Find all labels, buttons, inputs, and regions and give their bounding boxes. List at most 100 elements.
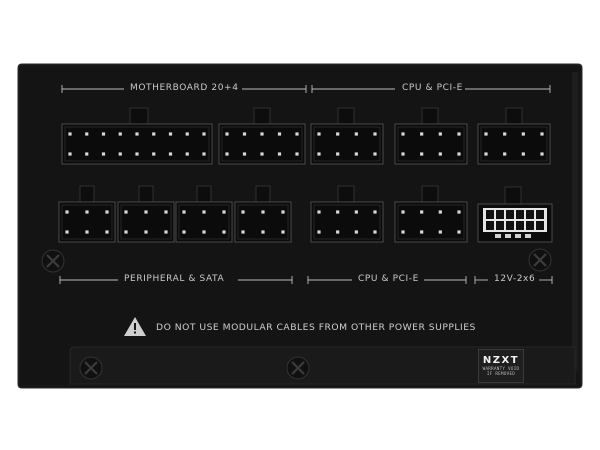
- connector-pin: [317, 152, 321, 156]
- connector-pin: [373, 152, 377, 156]
- screw-icon: [41, 249, 65, 273]
- connector-pin: [65, 230, 69, 234]
- connector-pin: [144, 230, 148, 234]
- connector-pin: [225, 152, 229, 156]
- connector-pin: [118, 132, 122, 136]
- sense-pin: [495, 234, 501, 238]
- connector-pin: [486, 210, 494, 219]
- connector-cpu-top-3: [477, 107, 551, 165]
- connector-pin: [222, 210, 226, 214]
- connector-atx-24pin: [61, 107, 213, 165]
- connector-pin: [185, 152, 189, 156]
- connector-pin: [225, 132, 229, 136]
- connector-pin: [516, 210, 524, 219]
- connector-pin: [101, 152, 106, 156]
- connector-peripheral-4: [234, 185, 292, 243]
- sense-pin: [525, 234, 531, 238]
- sense-pin: [505, 234, 511, 238]
- connector-pin: [536, 221, 544, 230]
- connector-pin: [401, 210, 405, 214]
- connector-pin: [281, 230, 285, 234]
- nzxt-warranty-badge: NZXT WARRANTY VOID IF REMOVED: [478, 349, 524, 383]
- right-edge: [572, 72, 578, 372]
- connector-pin: [438, 132, 442, 136]
- connector-pin: [124, 210, 128, 214]
- connector-pin: [457, 230, 461, 234]
- connector-pin: [242, 152, 247, 156]
- connector-pin: [354, 132, 358, 136]
- connector-pin: [261, 230, 265, 234]
- connector-pin: [124, 230, 128, 234]
- connector-pin: [503, 132, 507, 136]
- connector-pin: [336, 152, 340, 156]
- connector-pin: [506, 210, 514, 219]
- connector-pin: [164, 230, 168, 234]
- connector-pin: [222, 230, 226, 234]
- warning-triangle-icon: [124, 317, 146, 336]
- connector-pin: [420, 230, 424, 234]
- connector-pin: [295, 132, 299, 136]
- connector-pin: [68, 132, 72, 136]
- connector-pin: [317, 230, 321, 234]
- connector-pin: [484, 152, 488, 156]
- badge-removed-line: IF REMOVED: [486, 371, 516, 376]
- connector-peripheral-3: [175, 185, 233, 243]
- connector-pin: [85, 132, 89, 136]
- connector-pin: [336, 230, 340, 234]
- connector-pin: [540, 132, 544, 136]
- connector-cpu-bottom-2: [394, 185, 468, 243]
- connector-pin: [521, 152, 525, 156]
- badge-warranty-line: WARRANTY VOID: [482, 366, 520, 371]
- connector-pin: [241, 230, 245, 234]
- connector-pin: [486, 221, 494, 230]
- connector-pin: [336, 210, 340, 214]
- connector-pin: [202, 152, 206, 156]
- connector-pin: [526, 210, 534, 219]
- label-cpu-pcie-bottom: CPU & PCI-E: [358, 274, 419, 284]
- connector-cpu-bottom-1: [310, 185, 384, 243]
- connector-pin: [118, 152, 122, 156]
- connector-pin: [135, 132, 139, 136]
- connector-pin: [373, 210, 377, 214]
- connector-pin: [68, 152, 72, 156]
- connector-pin: [242, 132, 247, 136]
- connector-pin: [506, 221, 514, 230]
- connector-pin: [526, 221, 534, 230]
- connector-peripheral-2: [117, 185, 175, 243]
- connector-pin: [182, 230, 186, 234]
- connector-pin: [420, 132, 424, 136]
- connector-pin: [354, 152, 358, 156]
- connector-pin: [105, 230, 109, 234]
- nzxt-logo: NZXT: [482, 355, 520, 366]
- connector-pin: [420, 152, 424, 156]
- connector-pin: [260, 132, 264, 136]
- connector-pin: [420, 210, 424, 214]
- connector-pin: [496, 221, 504, 230]
- connector-cpu-top-2: [394, 107, 468, 165]
- sense-pin: [515, 234, 521, 238]
- bottom-strip: [69, 346, 576, 385]
- connector-pin: [85, 152, 89, 156]
- connector-pin: [401, 230, 405, 234]
- connector-pin: [295, 152, 299, 156]
- connector-pin: [503, 152, 507, 156]
- connector-pin: [168, 132, 173, 136]
- connector-pin: [241, 210, 245, 214]
- connector-pin: [202, 132, 206, 136]
- warning-text: DO NOT USE MODULAR CABLES FROM OTHER POW…: [156, 322, 476, 333]
- connector-pin: [202, 210, 206, 214]
- screw-icon: [528, 248, 552, 272]
- connector-pin: [277, 152, 282, 156]
- bottom-bracket-lines: [59, 276, 553, 284]
- connector-pin: [85, 230, 89, 234]
- connector-pin: [135, 152, 139, 156]
- connector-pin: [185, 132, 189, 136]
- connector-pin: [152, 132, 156, 136]
- connector-pin: [521, 132, 525, 136]
- label-cpu-pcie-top: CPU & PCI-E: [402, 83, 463, 93]
- connector-pin: [281, 210, 285, 214]
- connector-pin: [317, 132, 321, 136]
- connector-pin: [144, 210, 148, 214]
